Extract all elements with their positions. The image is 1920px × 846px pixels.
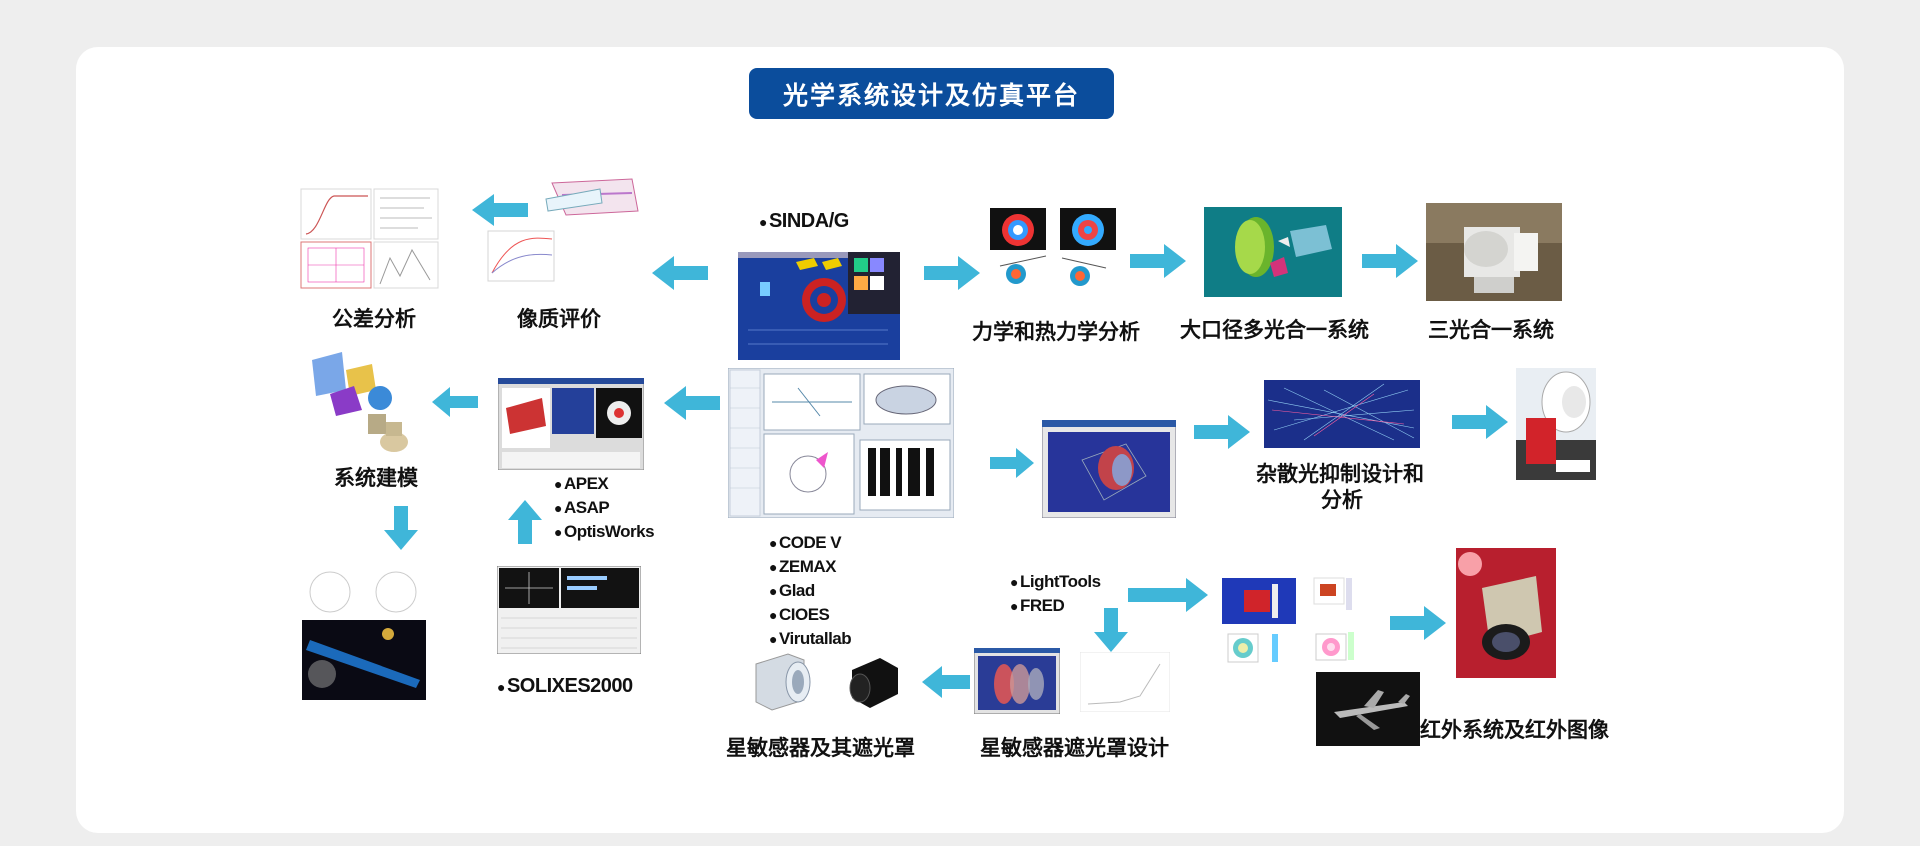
- large-aperture-label: 大口径多光合一系统: [1180, 317, 1369, 342]
- software-list-thermal: SINDA/G: [759, 210, 849, 234]
- system-model-label: 系统建模: [334, 465, 418, 490]
- software-list-solid: SOLIXES2000: [497, 675, 633, 699]
- arrow-icon: [1128, 578, 1208, 612]
- software-item: CODE V: [769, 531, 851, 555]
- large-aperture-image: [1204, 207, 1342, 297]
- software-item: Glad: [769, 579, 851, 603]
- mech-thermal-label: 力学和热力学分析: [972, 319, 1140, 344]
- stray-light-label-line2: 分析: [1321, 487, 1363, 512]
- arrow-icon: [1094, 608, 1128, 652]
- arrow-icon: [1390, 606, 1446, 640]
- telescope-photo: [1516, 368, 1596, 480]
- image-quality-image: [482, 175, 642, 295]
- arrow-icon: [1362, 244, 1418, 278]
- arrow-icon: [1452, 405, 1508, 439]
- three-light-label: 三光合一系统: [1428, 317, 1554, 342]
- page-title: 光学系统设计及仿真平台: [749, 68, 1114, 119]
- analysis-software-screenshot: [498, 378, 644, 470]
- star-sensor-label: 星敏感器及其遮光罩: [726, 735, 915, 760]
- software-item: CIOES: [769, 603, 851, 627]
- arrow-icon: [472, 194, 528, 226]
- software-item: Virutallab: [769, 627, 852, 651]
- infrared-aircraft-image: [1316, 672, 1420, 746]
- software-list-analysis: APEX ASAP OptisWorks: [554, 472, 655, 544]
- infrared-camera-photo: [1456, 548, 1556, 678]
- software-item: SINDA/G: [759, 210, 849, 234]
- star-sensor-photo: [752, 650, 904, 716]
- software-item: APEX: [554, 472, 654, 496]
- arrow-icon: [664, 386, 720, 420]
- arrow-icon: [652, 256, 708, 290]
- software-item: LightTools: [1010, 570, 1101, 594]
- mech-thermal-image: [986, 206, 1120, 298]
- infrared-analysis-image: [1216, 570, 1386, 666]
- arrow-icon: [384, 506, 418, 550]
- design-software-screenshot: [728, 368, 954, 518]
- tolerance-analysis-label: 公差分析: [332, 306, 416, 331]
- hood-analysis-chart: [1080, 652, 1170, 712]
- arrow-icon: [508, 500, 542, 544]
- three-light-image: [1426, 203, 1562, 301]
- solid-software-screenshot: [497, 566, 641, 654]
- software-list-design: CODE V ZEMAX Glad CIOES Virutallab: [769, 531, 852, 651]
- arrow-icon: [924, 256, 980, 290]
- stray-light-screenshot: [1042, 420, 1176, 518]
- software-item: FRED: [1010, 594, 1101, 618]
- arrow-icon: [990, 448, 1034, 478]
- software-item: SOLIXES2000: [497, 675, 633, 699]
- image-quality-label: 像质评价: [517, 306, 601, 331]
- star-sensor-hood-screenshot: [974, 648, 1060, 714]
- thermal-software-screenshot: [738, 252, 900, 360]
- software-item: OptisWorks: [554, 520, 655, 544]
- tolerance-analysis-image: [300, 188, 440, 290]
- star-sensor-hood-label: 星敏感器遮光罩设计: [980, 735, 1169, 760]
- arrow-icon: [1194, 415, 1250, 449]
- arrow-icon: [1130, 244, 1186, 278]
- stray-light-label-line1: 杂散光抑制设计和: [1256, 461, 1424, 486]
- software-item: ZEMAX: [769, 555, 851, 579]
- stray-light-raytrace-image: [1264, 380, 1420, 448]
- arrow-icon: [432, 387, 478, 417]
- lens-simulation-image: [300, 570, 428, 702]
- infrared-label: 红外系统及红外图像: [1420, 717, 1609, 742]
- software-list-lighting: LightTools FRED: [1010, 570, 1101, 618]
- arrow-icon: [922, 666, 970, 698]
- system-model-image: [302, 350, 428, 458]
- software-item: ASAP: [554, 496, 654, 520]
